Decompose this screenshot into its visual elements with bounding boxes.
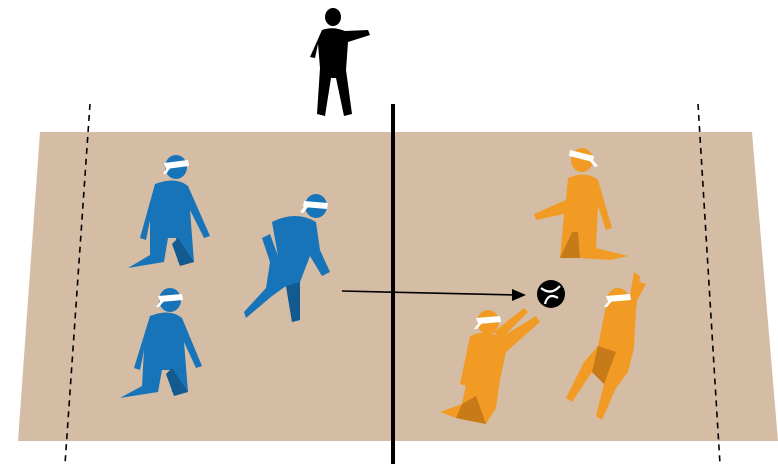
ball-icon: [537, 280, 565, 308]
referee-icon: [310, 8, 370, 116]
